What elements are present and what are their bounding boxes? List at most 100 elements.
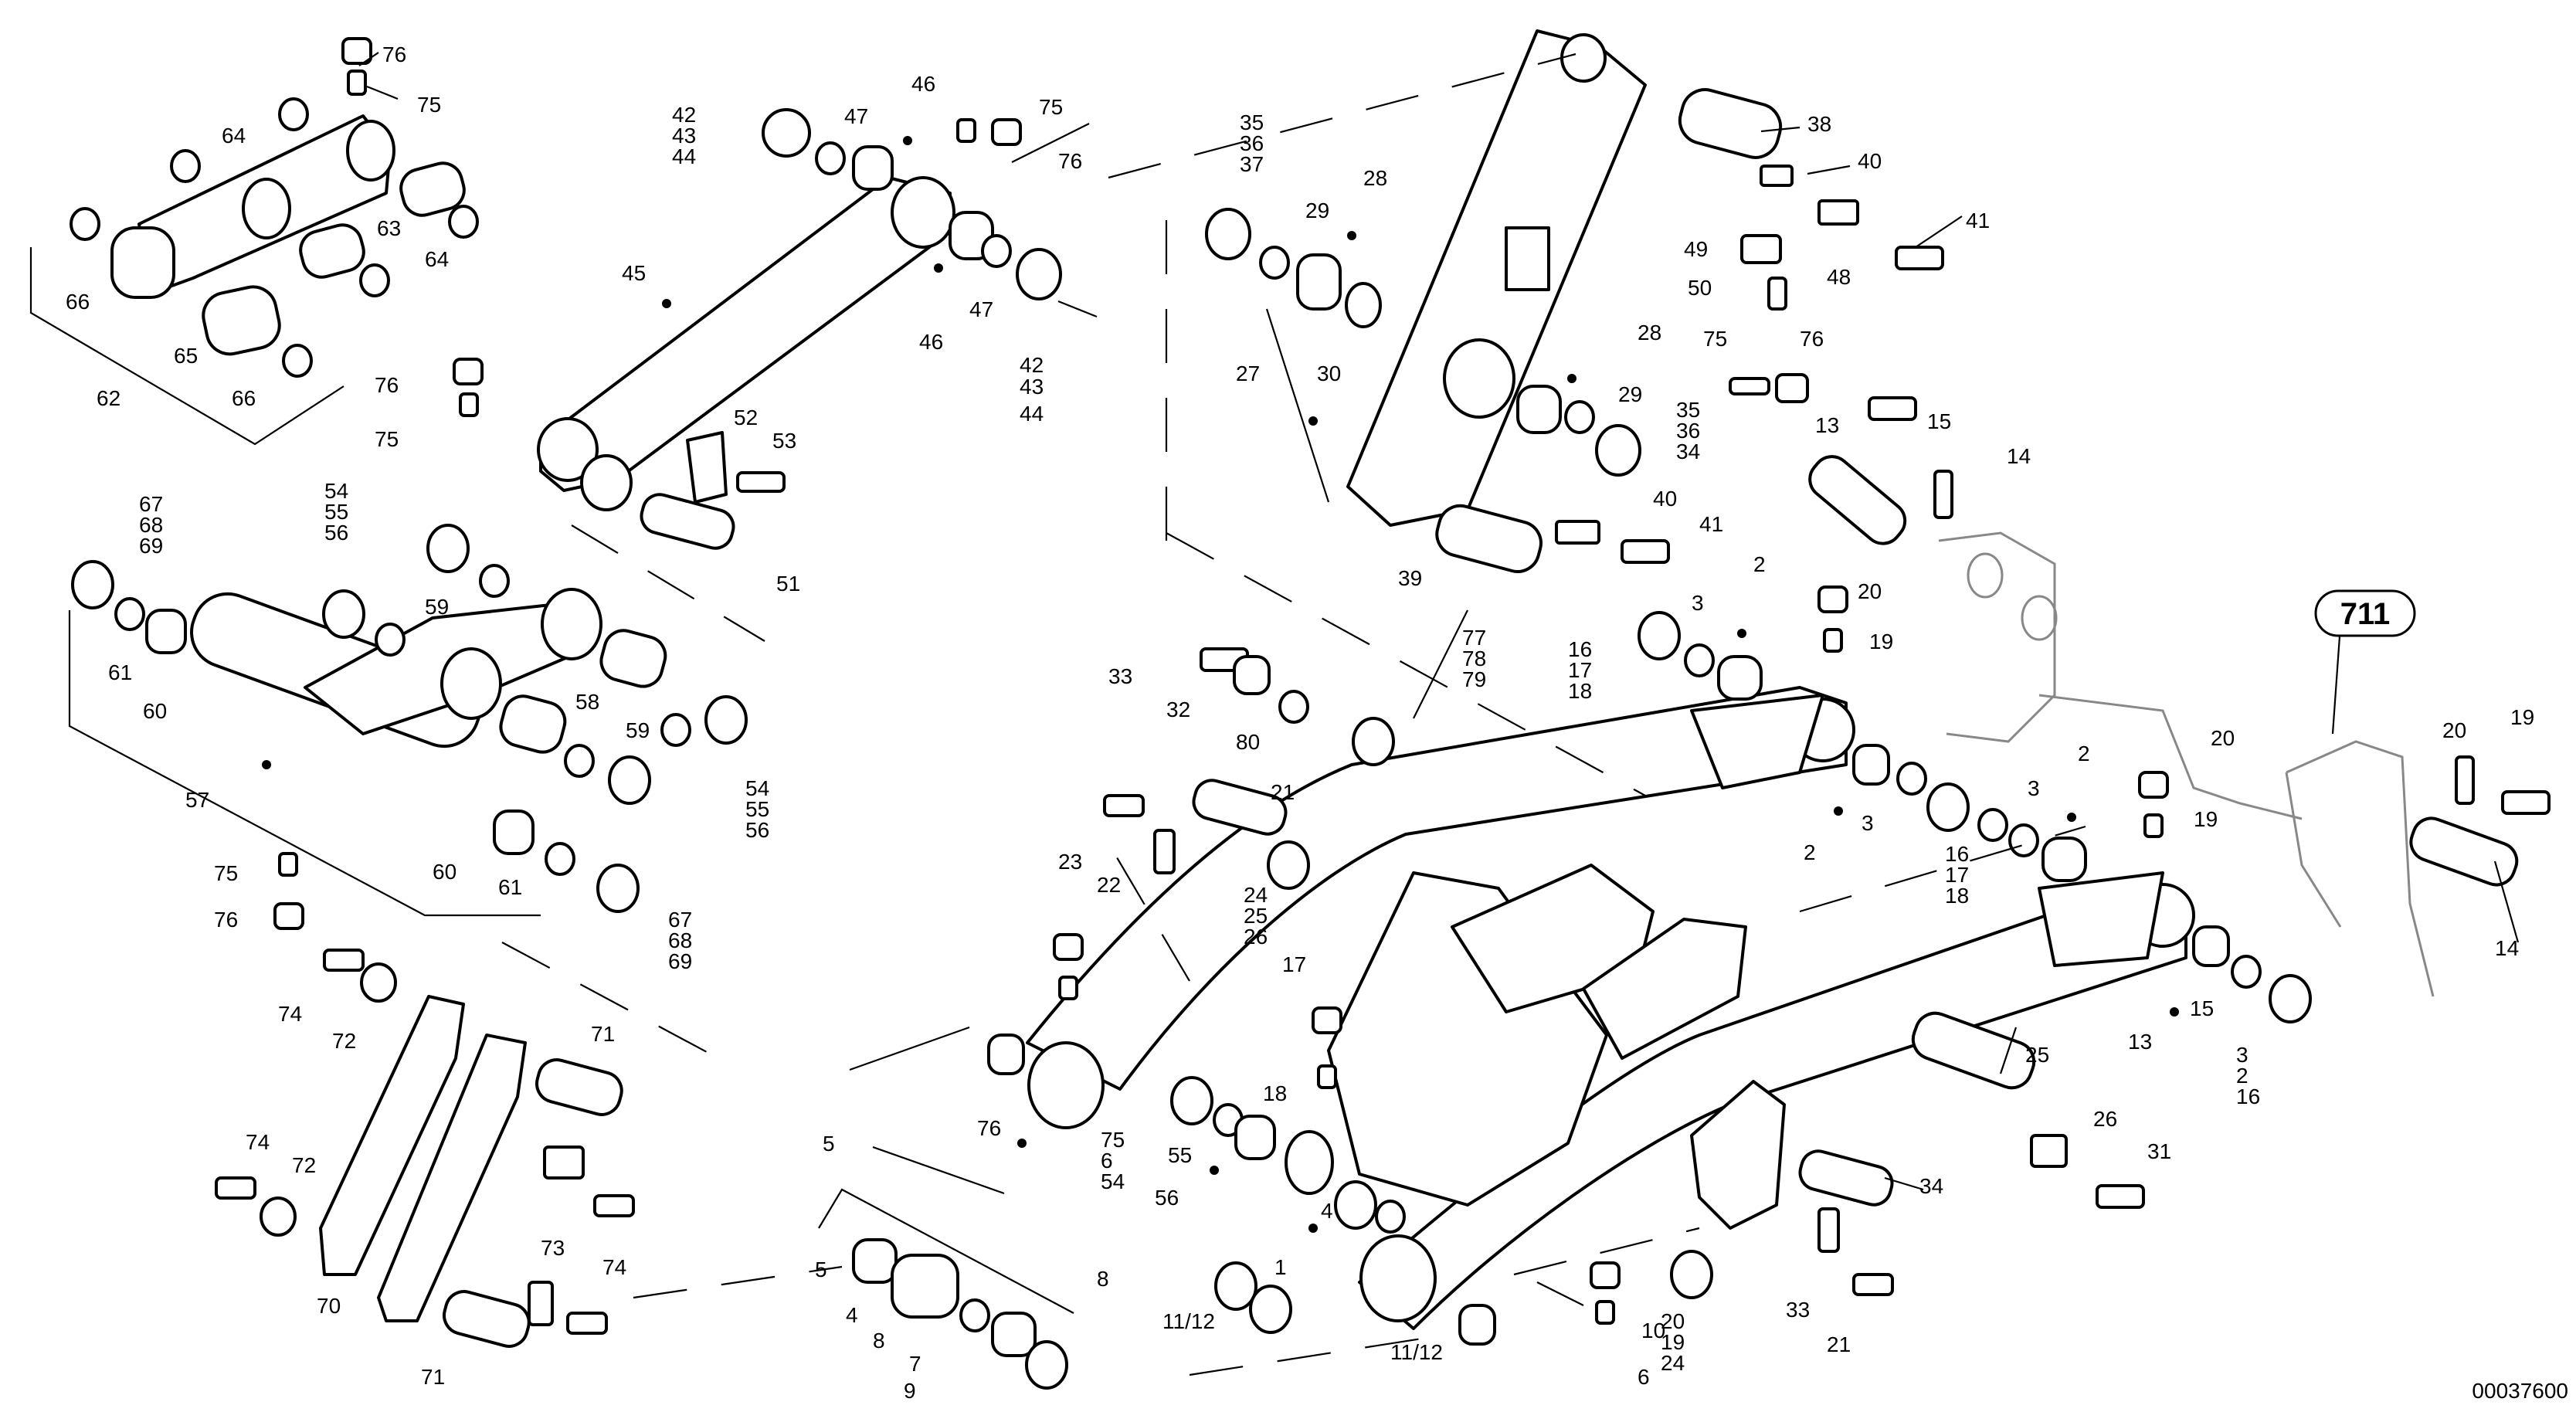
leader <box>1884 1176 1924 1191</box>
grease-nipple-19-d <box>1595 1300 1615 1325</box>
callout-label: 65 <box>174 344 198 368</box>
ring-61-left <box>114 597 145 631</box>
callout-label: 53 <box>772 429 796 453</box>
leader <box>2331 625 2342 735</box>
pin-13-left <box>1808 455 1907 545</box>
ghost-edge <box>2038 694 2303 820</box>
grease-cap-76-b <box>991 118 1022 146</box>
callout-label: 30 <box>1317 361 1341 385</box>
callout-label: 3 <box>2236 1043 2248 1067</box>
callout-label: 75 <box>214 861 238 885</box>
callout-label: 37 <box>1240 152 1264 176</box>
callout-label: 55 <box>324 500 348 524</box>
leader <box>1011 123 1090 163</box>
ring-10 <box>1249 1285 1292 1334</box>
callout-label: 16 <box>1945 842 1969 866</box>
washer-11-lower <box>1025 1340 1068 1390</box>
callout-label: 69 <box>139 534 163 558</box>
ring-47-lower <box>981 234 1012 268</box>
bushing-8-lower <box>991 1312 1037 1357</box>
dot <box>1347 231 1356 240</box>
ring-64-lower <box>359 263 390 297</box>
dot <box>1308 1224 1318 1233</box>
callout-label: 61 <box>498 875 522 899</box>
callout-label: 10 <box>1641 1319 1665 1342</box>
grease-nipple-75-e <box>278 852 298 877</box>
ring-59-upper <box>479 564 510 598</box>
callout-label: 62 <box>97 386 120 410</box>
leader <box>358 52 379 66</box>
dot <box>934 263 943 273</box>
ring-66-lower <box>282 344 313 378</box>
pin-63-lower <box>299 223 365 279</box>
ring-29-lower <box>1564 400 1595 434</box>
callout-label: 40 <box>1858 149 1882 173</box>
grease-nipple-75-b <box>956 118 976 143</box>
bushing-28-lower <box>1516 385 1562 434</box>
washer-42-lower <box>1016 248 1062 300</box>
cross-tube-57 <box>68 358 748 930</box>
callout-label: 18 <box>1568 679 1592 703</box>
washer-54-upper <box>426 524 470 573</box>
callout-label: 19 <box>2510 705 2534 729</box>
callout-label: 34 <box>1919 1174 1943 1198</box>
callout-label: 76 <box>1058 149 1082 173</box>
pin-51 <box>640 493 735 550</box>
callout-label: 54 <box>1101 1169 1125 1193</box>
callout-label: 7 <box>909 1352 921 1376</box>
callout-label: 35 <box>1240 110 1264 134</box>
bolt-23-upper <box>1103 794 1145 817</box>
callout-label: 54 <box>324 479 348 503</box>
ring-64-upper <box>170 149 201 183</box>
grease-nipple-75 <box>347 70 367 96</box>
bushing-6-upper <box>987 1034 1025 1075</box>
grease-cap-20-d <box>1590 1261 1621 1289</box>
callout-label: 47 <box>969 297 993 321</box>
callout-label: 28 <box>1638 321 1661 345</box>
callout-label: 47 <box>844 104 868 128</box>
washer-54-mid <box>322 589 365 639</box>
dot <box>1017 1139 1027 1148</box>
callout-labels: 76 75 64 63 64 66 65 66 62 76 75 42 43 4… <box>66 42 2534 1403</box>
washer-54-right <box>704 695 748 745</box>
frame-hub-upper <box>1027 1041 1105 1129</box>
callout-label: 73 <box>541 1236 565 1260</box>
pin-63-upper <box>399 161 466 217</box>
ghost-hole-2 <box>2021 595 2058 641</box>
main-lift-frame <box>1026 686 2195 1330</box>
grease-cap-76 <box>341 37 372 65</box>
ring-9 <box>959 1298 990 1332</box>
callout-label: 8 <box>873 1329 885 1353</box>
rocker-eye-mid <box>242 178 291 239</box>
dot <box>903 136 912 145</box>
callout-label: 66 <box>232 386 256 410</box>
callout-label: 1 <box>1274 1255 1287 1279</box>
plate-52 <box>686 431 728 504</box>
callout-label: 79 <box>1462 667 1486 691</box>
lift-arm-27 <box>1205 29 1944 573</box>
washer-16-mid <box>1926 782 1970 832</box>
callout-label: 59 <box>425 595 449 619</box>
plate-14-right <box>2455 755 2475 805</box>
frame-hardware <box>987 396 2551 1346</box>
frame-hub-lower <box>1359 1234 1437 1322</box>
callout-label: 27 <box>1236 361 1260 385</box>
pin-31 <box>1911 1011 2036 1090</box>
bolt-33-lower <box>2096 1184 2145 1209</box>
callout-label: 80 <box>1236 730 1260 754</box>
callout-label: 59 <box>626 718 650 742</box>
ghost-hole-1 <box>1967 552 2004 599</box>
ring-66-upper <box>70 207 100 241</box>
ghost-right-plate-2 <box>2285 772 2342 928</box>
washer-16-right <box>2269 974 2312 1023</box>
callout-label: 13 <box>2128 1030 2152 1054</box>
washer-16-upper <box>1638 611 1681 660</box>
ring-59-bottom <box>564 744 595 778</box>
dot <box>1308 416 1318 426</box>
callout-label: 64 <box>222 124 246 148</box>
tube-eye-upper <box>541 588 602 660</box>
callout-label: 57 <box>185 788 209 812</box>
bushing-2-upper <box>1717 655 1763 701</box>
callout-label: 2 <box>1753 552 1766 576</box>
